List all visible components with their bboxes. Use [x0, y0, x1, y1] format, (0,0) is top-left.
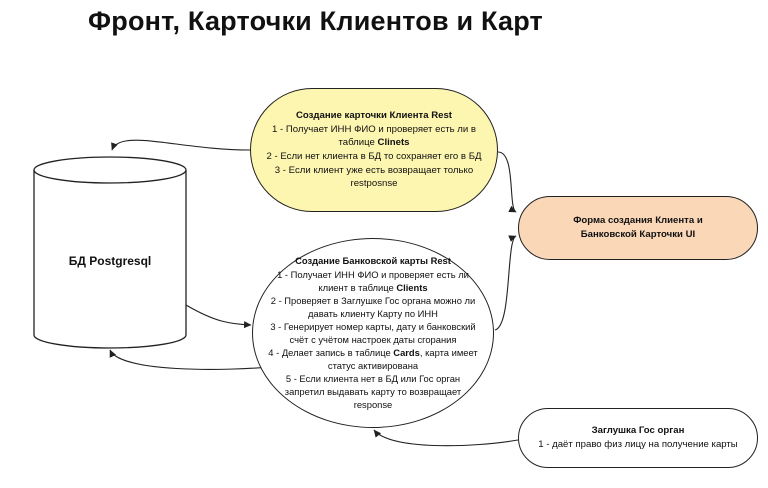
database-label: БД Postgresql [68, 254, 152, 268]
ui-form-heading-1: Форма создания Клиента и [573, 215, 703, 227]
bank-card-line-3: 2 - Проверяет в Заглушке Гос органа можн… [270, 294, 476, 306]
gov-stub-node[interactable]: Заглушка Гос орган 1 - даёт право физ ли… [518, 408, 758, 468]
edge-gov-to-card [373, 429, 519, 447]
edge-client-to-db [111, 139, 251, 151]
client-card-service-heading: Создание карточки Клиента Rest [295, 110, 453, 122]
gov-stub-line-1: 1 - даёт право физ лицу на получение кар… [538, 439, 738, 450]
gov-stub-heading: Заглушка Гос орган [591, 425, 685, 437]
client-card-line-3: 2 - Если нет клиента в БД то сохраняет е… [266, 151, 482, 162]
client-card-line-5: restposnse [350, 178, 398, 190]
bank-card-line-11: response [353, 399, 393, 411]
ui-form-heading-2: Банковской Карточки UI [580, 229, 696, 240]
bank-card-line-8: статус активирована [327, 360, 419, 372]
edge-client-to-form [497, 151, 517, 213]
bank-card-line-10: запретил выдавать карту то возвращает [284, 386, 462, 398]
database-cylinder[interactable] [33, 156, 187, 349]
bank-card-line-4: давать клиенту Карту по ИНН [308, 307, 438, 319]
ui-form-node[interactable]: Форма создания Клиента и Банковской Карт… [518, 196, 758, 260]
edge-card-to-form [494, 235, 517, 331]
page-title: Фронт, Карточки Клиентов и Карт [88, 6, 543, 36]
bank-card-line-9: 5 - Если клиента нет в БД или Гос орган [285, 373, 461, 385]
bank-card-line-7: 4 - Делает запись в таблице Cards, карта… [268, 347, 478, 359]
client-card-line-4: 3 - Если клиент уже есть возвращает толь… [274, 164, 474, 176]
bank-card-line-1: 1 - Получает ИНН ФИО и проверяет есть ли [277, 268, 469, 280]
bank-card-line-5: 3 - Генерирует номер карты, дату и банко… [270, 320, 476, 332]
edge-card-to-db [109, 349, 283, 370]
bank-card-service-node[interactable]: Создание Банковской карты Rest 1 - Получ… [252, 238, 494, 428]
client-card-line-1: 1 - Получает ИНН ФИО и проверяет есть ли… [271, 123, 477, 135]
edge-db-to-card [185, 304, 252, 329]
bank-card-line-6: счёт с учётом настроек даты сгорания [289, 334, 457, 345]
client-card-service-node[interactable]: Создание карточки Клиента Rest 1 - Получ… [250, 88, 498, 212]
bank-card-service-heading: Создание Банковской карты Rest [295, 255, 451, 267]
bank-card-line-2: клиент в таблице Clients [318, 281, 428, 293]
client-card-line-2: таблице Clinets [338, 137, 410, 149]
